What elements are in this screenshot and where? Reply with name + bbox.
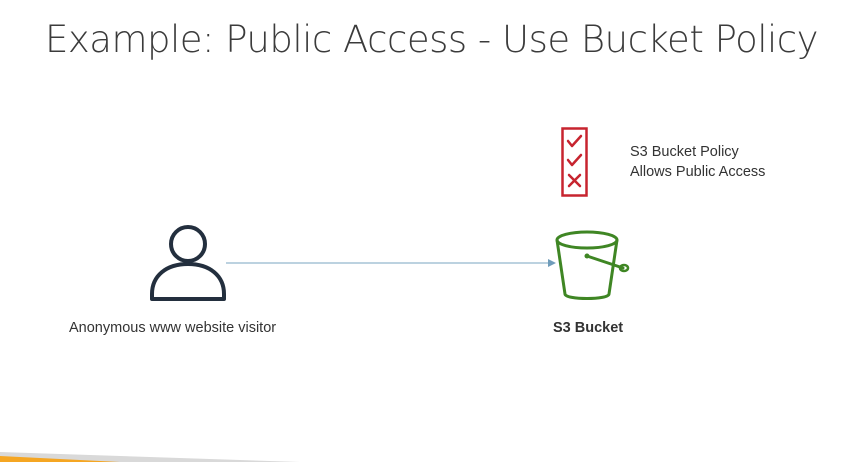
- visitor-label: Anonymous www website visitor: [69, 320, 277, 336]
- policy-line-1: S3 Bucket Policy: [630, 144, 739, 160]
- footer-accent: [0, 452, 300, 462]
- checklist-icon: [561, 127, 588, 197]
- bucket-label: S3 Bucket: [553, 320, 624, 336]
- user-icon: [150, 225, 226, 301]
- policy-line-2: Allows Public Access: [630, 164, 766, 180]
- policy-description: S3 Bucket Policy Allows Public Access: [630, 142, 765, 182]
- access-arrow: [226, 259, 556, 267]
- bucket-icon: [555, 230, 630, 300]
- slide-title: Example: Public Access - Use Bucket Poli…: [45, 18, 819, 61]
